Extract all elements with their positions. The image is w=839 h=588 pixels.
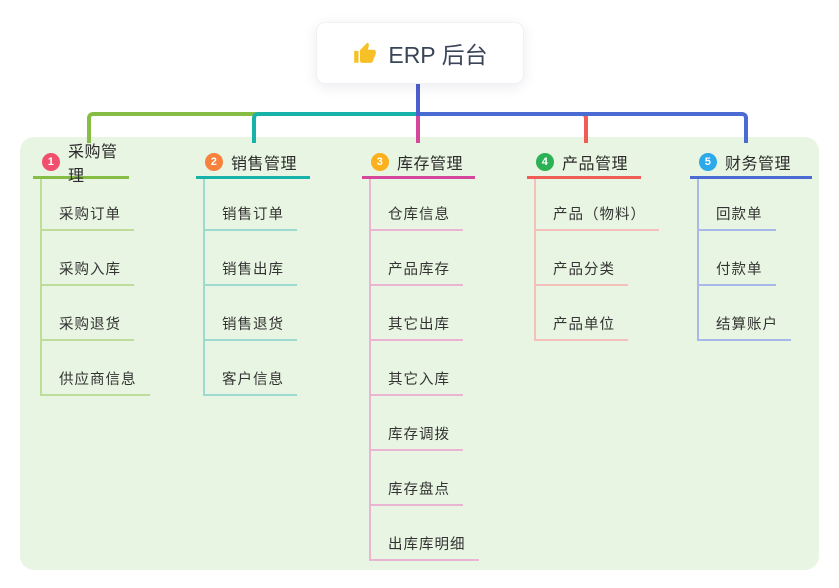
sub-node[interactable]: 仓库信息 bbox=[371, 179, 463, 231]
branch-3: 3 库存管理 仓库信息 产品库存 其它出库 其它入库 库存调拨 库存盘点 出库库… bbox=[362, 148, 479, 561]
branch-title[interactable]: 2 销售管理 bbox=[196, 148, 310, 179]
branch-5: 5 财务管理 回款单 付款单 结算账户 bbox=[690, 148, 812, 341]
branch-children: 回款单 付款单 结算账户 bbox=[697, 179, 791, 341]
branch-2: 2 销售管理 销售订单 销售出库 销售退货 客户信息 bbox=[196, 148, 310, 396]
branch-number-badge: 1 bbox=[42, 153, 60, 171]
branch-number-badge: 3 bbox=[371, 153, 389, 171]
branches-panel bbox=[20, 137, 819, 570]
connector-line bbox=[252, 112, 420, 143]
branch-title[interactable]: 3 库存管理 bbox=[362, 148, 475, 179]
sub-node[interactable]: 回款单 bbox=[699, 179, 776, 231]
branch-children: 采购订单 采购入库 采购退货 供应商信息 bbox=[40, 179, 150, 396]
sub-node[interactable]: 供应商信息 bbox=[42, 341, 150, 396]
branch-title[interactable]: 4 产品管理 bbox=[527, 148, 641, 179]
sub-node[interactable]: 其它出库 bbox=[371, 286, 463, 341]
branch-children: 仓库信息 产品库存 其它出库 其它入库 库存调拨 库存盘点 出库库明细 bbox=[369, 179, 479, 561]
branch-number-badge: 5 bbox=[699, 153, 717, 171]
sub-node[interactable]: 产品单位 bbox=[536, 286, 628, 341]
branch-number-badge: 4 bbox=[536, 153, 554, 171]
branch-number-badge: 2 bbox=[205, 153, 223, 171]
sub-node[interactable]: 库存盘点 bbox=[371, 451, 463, 506]
sub-node[interactable]: 产品分类 bbox=[536, 231, 628, 286]
sub-node[interactable]: 结算账户 bbox=[699, 286, 791, 341]
sub-node[interactable]: 采购入库 bbox=[42, 231, 134, 286]
sub-node[interactable]: 出库库明细 bbox=[371, 506, 479, 561]
connector-line bbox=[417, 112, 748, 143]
sub-node[interactable]: 采购退货 bbox=[42, 286, 134, 341]
sub-node[interactable]: 销售出库 bbox=[205, 231, 297, 286]
root-label: ERP 后台 bbox=[388, 42, 488, 68]
branch-label: 销售管理 bbox=[231, 156, 298, 173]
branch-4: 4 产品管理 产品（物料） 产品分类 产品单位 bbox=[527, 148, 659, 341]
thumbs-up-icon bbox=[352, 40, 378, 66]
branch-children: 销售订单 销售出库 销售退货 客户信息 bbox=[203, 179, 297, 396]
sub-node[interactable]: 付款单 bbox=[699, 231, 776, 286]
sub-node[interactable]: 采购订单 bbox=[42, 179, 134, 231]
branch-title[interactable]: 1 采购管理 bbox=[33, 144, 129, 185]
sub-node[interactable]: 客户信息 bbox=[205, 341, 297, 396]
sub-node[interactable]: 库存调拨 bbox=[371, 396, 463, 451]
branch-label: 产品管理 bbox=[562, 156, 629, 173]
root-node[interactable]: ERP 后台 bbox=[316, 22, 524, 84]
branch-label: 采购管理 bbox=[68, 144, 118, 185]
sub-node[interactable]: 销售订单 bbox=[205, 179, 297, 231]
branch-children: 产品（物料） 产品分类 产品单位 bbox=[534, 179, 659, 341]
sub-node[interactable]: 其它入库 bbox=[371, 341, 463, 396]
sub-node[interactable]: 产品库存 bbox=[371, 231, 463, 286]
branch-title[interactable]: 5 财务管理 bbox=[690, 148, 812, 179]
connector-line bbox=[416, 114, 420, 143]
branch-label: 库存管理 bbox=[397, 156, 464, 173]
sub-node[interactable]: 销售退货 bbox=[205, 286, 297, 341]
connector-line bbox=[416, 82, 420, 116]
sub-node[interactable]: 产品（物料） bbox=[536, 179, 659, 231]
branch-label: 财务管理 bbox=[725, 156, 792, 173]
branch-1: 1 采购管理 采购订单 采购入库 采购退货 供应商信息 bbox=[33, 144, 150, 396]
